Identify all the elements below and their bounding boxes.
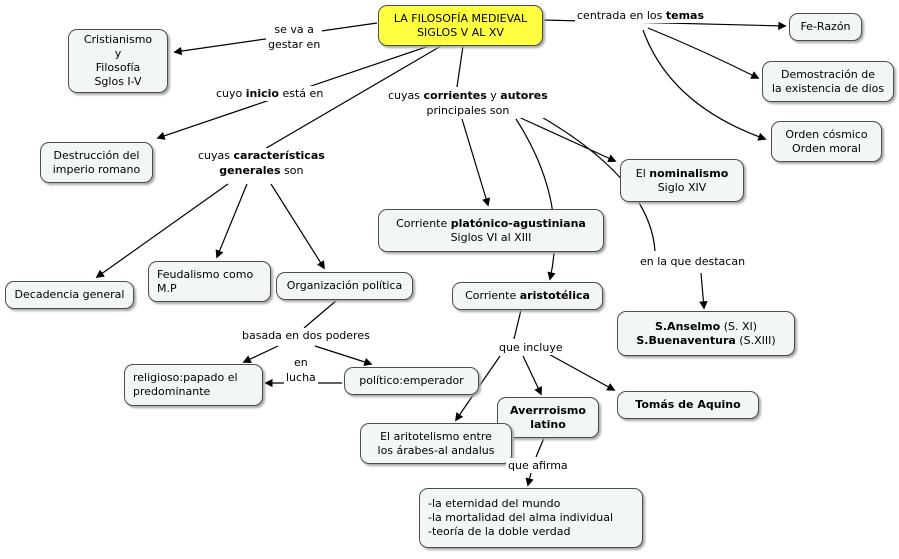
arrow-corrientes-to-aristotelica [515,118,556,281]
node-orden-cosmico-moral[interactable]: Orden cósmico Orden moral [771,121,882,162]
node-line: -la mortalidad del alma individual [428,511,614,524]
link-label-se-va-a-gestar: se va a gestar en [266,22,323,52]
node-line: imperio romano [52,162,141,176]
link-label-cuyo-inicio: cuyo inicio está en [214,86,326,101]
node-destruccion-imperio-romano[interactable]: Destrucción del imperio romano [40,142,153,183]
node-afirmaciones[interactable]: -la eternidad del mundo -la mortalidad d… [419,488,643,548]
arrow-caracteristicas-to-decadencia [95,183,229,278]
node-line: latino [530,417,566,431]
node-line: Cristianismo [83,33,153,46]
node-filosofia-medieval[interactable]: LA FILOSOFÍA MEDIEVAL SIGLOS V AL XV [378,5,543,46]
node-line: Organización política [286,279,403,292]
line-title-to-caracteristicas [262,45,442,151]
node-line: -teoría de la doble verdad [428,525,571,538]
node-line: Demostración de [780,67,876,81]
link-label-que-incluye: que incluye [497,340,565,355]
node-line: Filosofía [95,61,141,74]
node-feudalismo[interactable]: Feudalismo como M.P [148,261,271,302]
node-religioso-papado[interactable]: religioso:papado el predominante [124,364,263,406]
arrow-corrientes-to-platonico [461,118,491,207]
node-averroismo-latino[interactable]: Averrroismo latino [497,397,599,438]
node-line: Orden moral [792,141,861,155]
link-label-caracteristicas-generales: cuyas características generales son [196,148,327,178]
node-cristianismo[interactable]: Cristianismo y Filosofía Sglos I-V [68,29,168,93]
arrow-incluye-to-averroismo [522,355,542,396]
arrow-basada-to-politico [314,345,373,366]
arrow-incluye-to-tomas [544,351,616,391]
node-organizacion-politica[interactable]: Organización política [276,272,413,300]
node-line: Feudalismo como [157,267,254,281]
link-label-en-la-que-destacan: en la que destacan [638,254,748,269]
node-corriente-aristotelica[interactable]: Corriente aristotélica [452,282,603,310]
arrow-caracteristicas-to-feudalismo [215,183,248,259]
node-politico-emperador[interactable]: político:emperador [344,367,479,395]
node-line: Tomás de Aquino [635,398,741,411]
node-line: Siglo XIV [657,180,707,194]
line-aristotelica-to-incluye [513,309,522,340]
node-line: El aritotelismo entre [380,429,492,443]
arrow-destacan-to-anselmo [699,272,708,310]
node-nominalismo[interactable]: El nominalismo Siglo XIV [620,159,744,202]
node-line: los árabes-al andalus [377,443,495,457]
link-label-centrada-en-temas: centrada en los temas [575,8,706,23]
line-organizacion-to-basada [303,299,338,329]
node-line: predominante [133,385,211,398]
line-title-to-corrientes [456,45,464,88]
node-line: Decadencia general [14,288,125,301]
node-line: Sglos I-V [94,75,142,88]
node-corriente-platonico-agustiniana[interactable]: Corriente platónico-agustiniana Siglos V… [378,209,604,252]
node-line: Corriente aristotélica [465,289,590,302]
link-label-cuyas-corrientes: cuyas corrientes y autores principales s… [386,88,550,118]
node-line: Corriente platónico-agustiniana [396,216,586,230]
node-tomas-de-aquino[interactable]: Tomás de Aquino [617,391,759,419]
node-line: Orden cósmico [785,127,868,141]
node-line: M.P [157,281,177,295]
link-label-que-afirma: que afirma [506,458,570,473]
link-label-en-lucha: en lucha [284,355,318,385]
node-line: Destrucción del [53,148,140,162]
arrow-temas-to-demostracion [647,27,760,79]
arrow-temas-to-orden [642,29,767,141]
node-line: la existencia de dios [771,81,885,95]
node-line: LA FILOSOFÍA MEDIEVAL [393,11,528,25]
link-label-basada-dos-poderes: basada en dos poderes [240,328,372,343]
node-line: político:emperador [359,374,464,387]
node-line: Siglos VI al XIII [450,230,532,244]
node-line: S.Buenaventura (S.XIII) [636,333,776,347]
arrow-caracteristicas-to-organizacion [270,183,325,270]
node-aristotelismo-arabes[interactable]: El aritotelismo entre los árabes-al anda… [360,423,512,464]
node-line: Fe-Razón [800,20,851,33]
node-line: religioso:papado el [133,371,238,384]
arrow-basada-to-religioso [242,345,279,363]
node-demostracion-existencia-dios[interactable]: Demostración de la existencia de dios [762,61,894,102]
node-line: S.Anselmo (S. XI) [654,319,758,333]
node-line: -la eternidad del mundo [428,497,561,510]
line-averroismo-to-afirma [535,437,545,458]
node-fe-razon[interactable]: Fe-Razón [789,13,862,41]
node-line: y [114,47,122,60]
arrow-afirma-to-afirmaciones [525,472,534,487]
node-line: El nominalismo [635,166,729,180]
arrow-corrientes-to-nominalismo [511,113,617,163]
node-decadencia-general[interactable]: Decadencia general [5,281,134,309]
node-anselmo-buenaventura[interactable]: S.Anselmo (S. XI) S.Buenaventura (S.XIII… [617,311,795,356]
node-line: SIGLOS V AL XV [417,25,504,39]
node-line: Averrroismo [510,403,586,417]
